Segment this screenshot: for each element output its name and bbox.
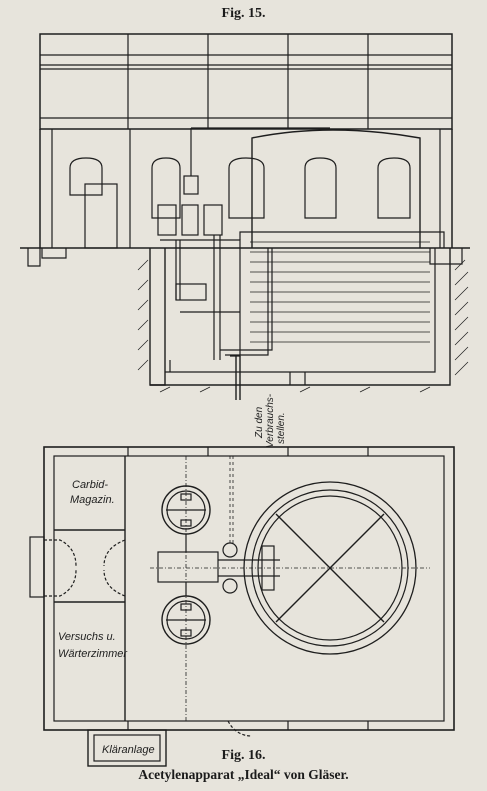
versuchs-label-line-1: Versuchs u. xyxy=(58,631,116,643)
apparatus-title: Acetylenapparat „Ideal“ von Gläser. xyxy=(138,767,349,782)
klaeranlage-label: Kläranlage xyxy=(102,744,155,756)
carbid-magazin-label: Carbid- Magazin. xyxy=(70,479,115,506)
pipe-label-line-1: Zu den xyxy=(254,406,265,439)
pipe-label-line-3: stellen. xyxy=(276,412,287,444)
fig16-plan-drawing xyxy=(29,446,455,767)
fig15-caption: Fig. 15. xyxy=(221,6,266,21)
versuchs-waerterzimmer-label: Versuchs u. Wärterzimmer xyxy=(58,631,128,660)
fig15-section-drawing xyxy=(20,33,470,400)
carbid-label-line-2: Magazin. xyxy=(70,494,115,506)
fig16-caption: Fig. 16. xyxy=(221,748,266,763)
pipe-label-line-2: Verbrauchs- xyxy=(265,393,276,448)
carbid-label-line-1: Carbid- xyxy=(72,479,108,491)
versuchs-label-line-2: Wärterzimmer xyxy=(58,648,128,660)
pipe-label: Zu den Verbrauchs- stellen. xyxy=(254,393,287,448)
